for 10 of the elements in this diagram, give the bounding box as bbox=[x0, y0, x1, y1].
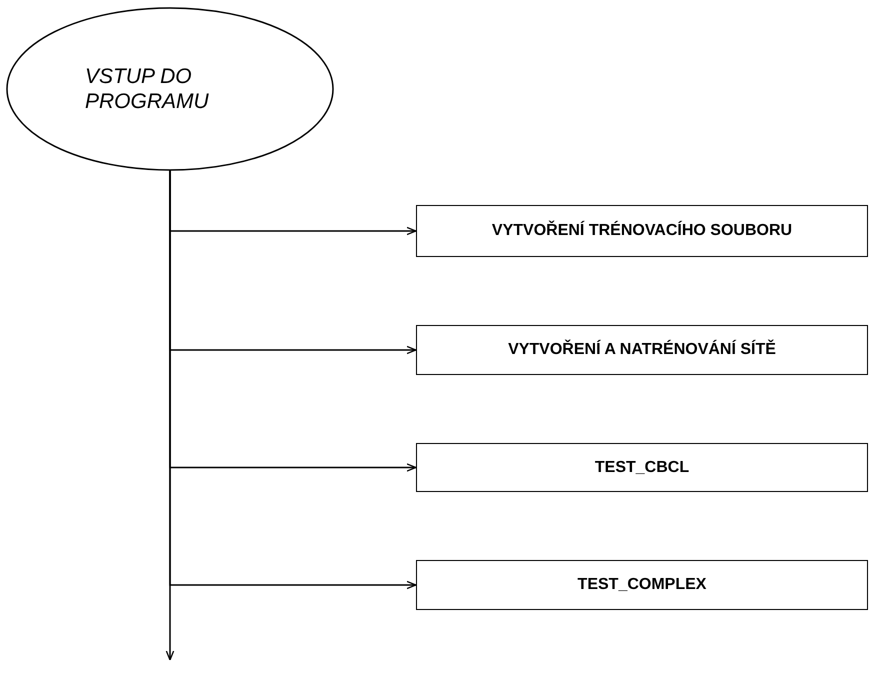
node-label: VSTUP DO PROGRAMU bbox=[85, 64, 210, 114]
process-box bbox=[416, 325, 868, 375]
node-label: VYTVOŘENÍ TRÉNOVACÍHO SOUBORU bbox=[492, 222, 792, 240]
arrow bbox=[169, 170, 417, 590]
node-label: VYTVOŘENÍ A NATRÉNOVÁNÍ SÍTĚ bbox=[508, 341, 776, 359]
process-box bbox=[416, 443, 868, 492]
process-box bbox=[416, 560, 868, 610]
process-box bbox=[416, 205, 868, 257]
node-label: TEST_COMPLEX bbox=[578, 576, 706, 594]
node-label: TEST_CBCL bbox=[594, 458, 690, 476]
